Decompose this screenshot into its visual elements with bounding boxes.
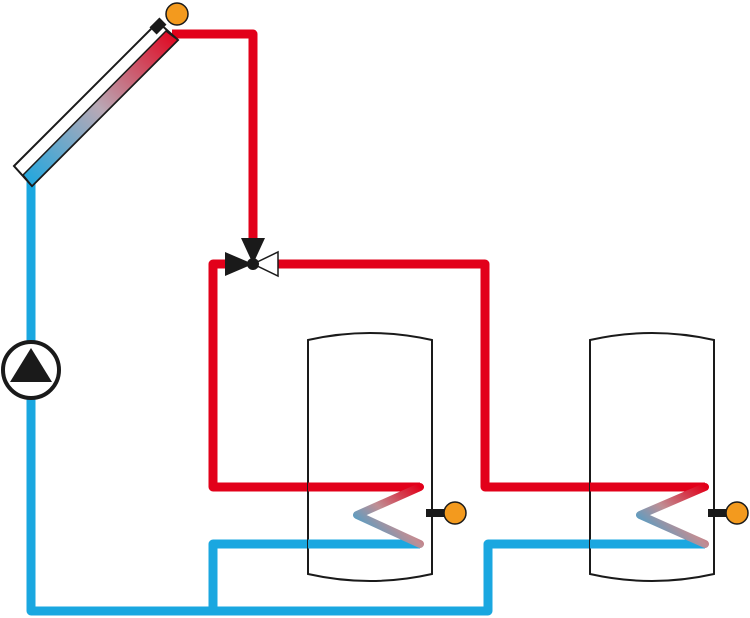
storage-tank-icon bbox=[307, 332, 433, 582]
collector-sensor-mount-icon bbox=[149, 17, 167, 35]
valve-right-port-icon bbox=[251, 250, 279, 278]
valve-left-port-icon bbox=[225, 252, 253, 276]
tank-1-sensor-mount-icon bbox=[426, 509, 450, 517]
collector-temperature-sensor-icon bbox=[165, 2, 189, 26]
tank-2-temperature-sensor-icon bbox=[725, 501, 749, 525]
storage-tank-2 bbox=[589, 332, 749, 582]
heat-exchanger-coil-icon bbox=[636, 483, 709, 548]
tank-1-temperature-sensor-icon bbox=[443, 501, 467, 525]
cold-main-loop bbox=[26, 180, 705, 616]
hot-valve-to-tank-2 bbox=[276, 259, 705, 492]
storage-tank-1 bbox=[307, 332, 467, 582]
tank-2-sensor-mount-icon bbox=[708, 509, 732, 517]
heat-exchanger-coil-icon bbox=[353, 483, 424, 548]
valve-top-port-icon bbox=[241, 238, 265, 264]
solar-collector-icon bbox=[12, 2, 189, 188]
three-way-valve-icon bbox=[225, 238, 279, 278]
circulation-pump-icon bbox=[1, 340, 61, 400]
cold-return-tank-1 bbox=[208, 539, 420, 611]
storage-tank-icon bbox=[589, 332, 715, 582]
hot-collector-to-valve bbox=[172, 29, 258, 238]
hot-valve-to-tank-1 bbox=[208, 259, 420, 492]
